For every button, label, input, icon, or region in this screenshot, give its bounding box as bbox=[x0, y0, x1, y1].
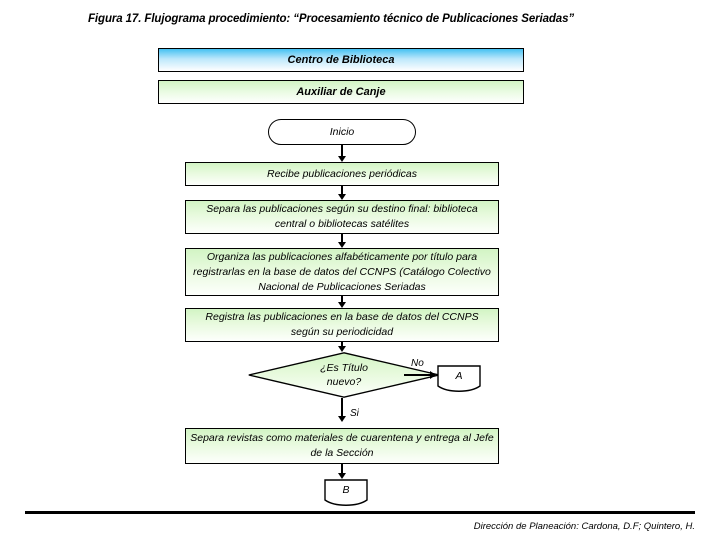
flow-node-start: Inicio bbox=[268, 119, 416, 145]
banner-organization: Centro de Biblioteca bbox=[158, 48, 524, 72]
figure-title: Figura 17. Flujograma procedimiento: “Pr… bbox=[88, 13, 575, 25]
connector-decision-to-step5 bbox=[341, 398, 343, 416]
banner-role: Auxiliar de Canje bbox=[158, 80, 524, 104]
flow-node-step-4: Registra las publicaciones en la base de… bbox=[185, 308, 499, 342]
flow-node-start-label: Inicio bbox=[329, 126, 355, 138]
connector-start-to-step1 bbox=[341, 145, 343, 157]
banner-organization-label: Centro de Biblioteca bbox=[287, 54, 395, 66]
footer-credit: Dirección de Planeación: Cardona, D.F; Q… bbox=[473, 521, 695, 532]
connector-step2-to-step3 bbox=[341, 234, 343, 243]
flow-node-step-2: Separa las publicaciones según su destin… bbox=[185, 200, 499, 234]
document-shape-icon bbox=[324, 479, 368, 506]
banner-role-label: Auxiliar de Canje bbox=[296, 86, 386, 98]
connector-step5-to-b bbox=[341, 464, 343, 474]
flow-node-step-1: Recibe publicaciones periódicas bbox=[185, 162, 499, 186]
arrowhead-icon bbox=[337, 194, 346, 200]
flow-node-step-3-label: Organiza las publicaciones alfabéticamen… bbox=[193, 250, 491, 293]
arrowhead-icon bbox=[337, 302, 346, 308]
flow-node-step-5-label: Separa revistas como materiales de cuare… bbox=[190, 432, 494, 459]
arrowhead-icon bbox=[337, 242, 346, 248]
connector-step1-to-step2 bbox=[341, 186, 343, 195]
diamond-shape-icon bbox=[248, 352, 440, 398]
flow-node-connector-a: A bbox=[437, 365, 481, 393]
arrowhead-icon bbox=[430, 370, 436, 379]
connector-decision-to-a bbox=[404, 374, 432, 376]
flow-node-step-3: Organiza las publicaciones alfabéticamen… bbox=[185, 248, 499, 296]
flow-node-step-5: Separa revistas como materiales de cuare… bbox=[185, 428, 499, 464]
document-shape-icon bbox=[437, 365, 481, 392]
flow-node-step-2-label: Separa las publicaciones según su destin… bbox=[206, 203, 478, 230]
branch-label-no: No bbox=[411, 358, 424, 369]
arrowhead-icon bbox=[337, 416, 346, 422]
connector-step3-to-step4 bbox=[341, 296, 343, 303]
flow-node-step-1-label: Recibe publicaciones periódicas bbox=[266, 167, 417, 180]
flow-node-step-4-label: Registra las publicaciones en la base de… bbox=[205, 311, 479, 338]
footer-divider bbox=[25, 511, 695, 514]
branch-label-si: Si bbox=[350, 408, 359, 419]
flow-node-connector-b: B bbox=[324, 479, 368, 507]
arrowhead-icon bbox=[337, 346, 346, 352]
arrowhead-icon bbox=[337, 473, 346, 479]
arrowhead-icon bbox=[337, 156, 346, 162]
connector-step4-to-decision bbox=[341, 342, 343, 347]
